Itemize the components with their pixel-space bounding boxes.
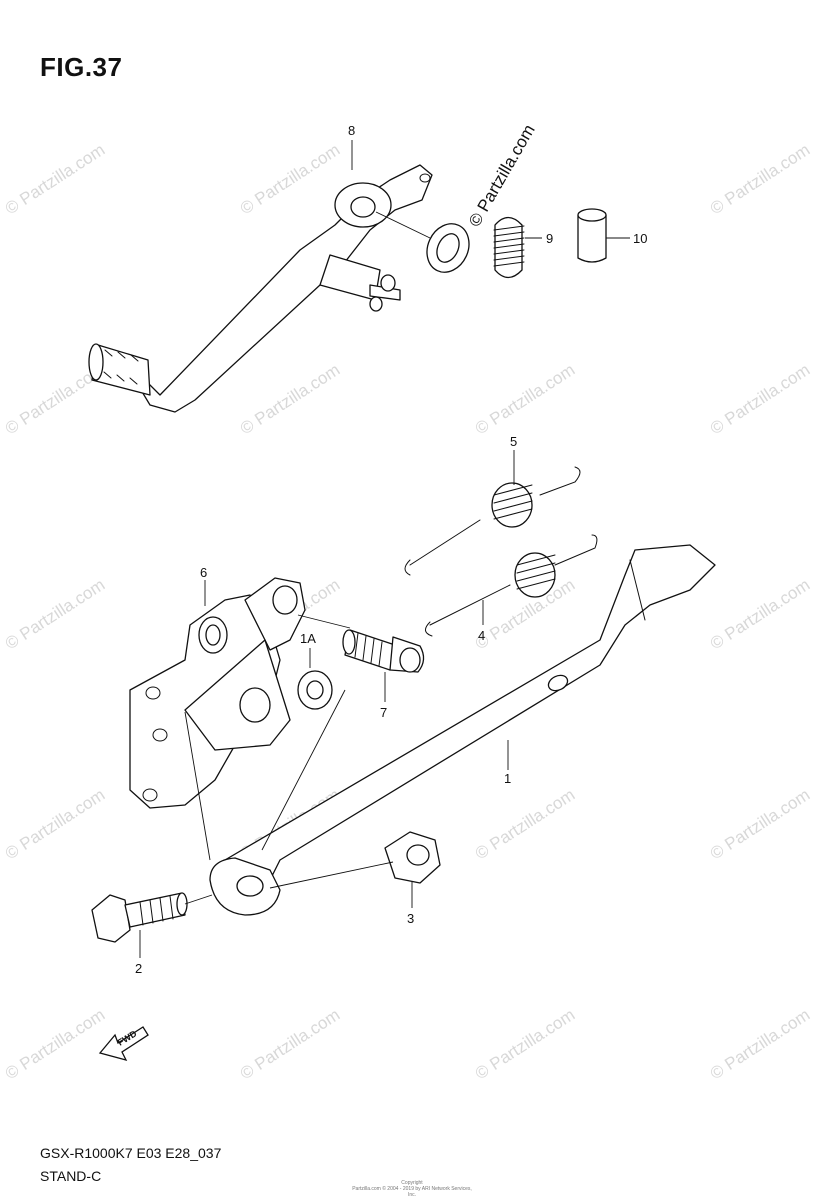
washer bbox=[375, 211, 470, 273]
callout-2: 2 bbox=[135, 961, 142, 976]
part-7-bolt bbox=[342, 629, 425, 702]
part-4-spring bbox=[425, 534, 598, 637]
figure-title: FIG.37 bbox=[40, 52, 123, 82]
part-1a-washer bbox=[297, 648, 333, 710]
part-2-bolt bbox=[91, 892, 213, 958]
watermark: © Partzilla.com bbox=[707, 1005, 813, 1083]
watermark: © Partzilla.com bbox=[237, 140, 343, 218]
callout-6: 6 bbox=[200, 565, 207, 580]
part-6-bracket bbox=[129, 577, 351, 861]
watermark: © Partzilla.com bbox=[2, 140, 108, 218]
callout-4: 4 bbox=[478, 628, 485, 643]
watermark: © Partzilla.com bbox=[707, 360, 813, 438]
callout-9: 9 bbox=[546, 231, 553, 246]
callout-3: 3 bbox=[407, 911, 414, 926]
watermark: © Partzilla.com bbox=[237, 1005, 343, 1083]
copyright-line: Copyright bbox=[401, 1180, 423, 1186]
callout-5: 5 bbox=[510, 434, 517, 449]
part-5-spring bbox=[404, 450, 581, 576]
model-code: GSX-R1000K7 E03 E28_037 bbox=[40, 1145, 222, 1161]
callout-7: 7 bbox=[380, 705, 387, 720]
callout-1: 1 bbox=[504, 771, 511, 786]
watermark: © Partzilla.com bbox=[707, 785, 813, 863]
watermark: © Partzilla.com bbox=[472, 785, 578, 863]
watermark: © Partzilla.com bbox=[2, 575, 108, 653]
copyright-notice: Copyright Partzilla.com © 2004 - 2019 by… bbox=[352, 1180, 472, 1198]
fwd-arrow-icon: FWD bbox=[98, 1026, 149, 1062]
watermark: © Partzilla.com bbox=[707, 575, 813, 653]
watermark: © Partzilla.com bbox=[2, 785, 108, 863]
part-8-pedal bbox=[88, 164, 433, 413]
watermark: © Partzilla.com bbox=[472, 360, 578, 438]
watermark: © Partzilla.com bbox=[2, 1005, 108, 1083]
watermark: © Partzilla.com bbox=[707, 140, 813, 218]
watermark: © Partzilla.com bbox=[237, 360, 343, 438]
watermark-prominent: © Partzilla.com bbox=[465, 121, 539, 230]
callout-10: 10 bbox=[633, 231, 647, 246]
part-3-nut bbox=[269, 831, 441, 908]
section-name: STAND-C bbox=[40, 1168, 102, 1184]
callout-8: 8 bbox=[348, 123, 355, 138]
copyright-line: Partzilla.com © 2004 - 2019 by ARI Netwo… bbox=[352, 1186, 472, 1198]
part-10-sleeve bbox=[577, 208, 630, 263]
callout-1a: 1A bbox=[300, 631, 316, 646]
part-9-spring bbox=[493, 216, 542, 279]
watermark: © Partzilla.com bbox=[472, 1005, 578, 1083]
watermark-layer: © Partzilla.com © Partzilla.com © Partzi… bbox=[2, 140, 813, 1083]
part-1-stand bbox=[209, 544, 716, 916]
